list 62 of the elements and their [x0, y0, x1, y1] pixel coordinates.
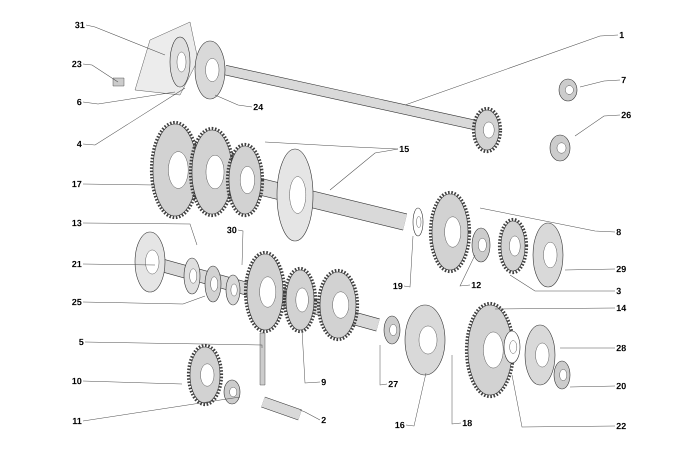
callout-number: 11: [72, 418, 82, 424]
callout-number: 22: [616, 422, 626, 430]
callout-number: 1: [620, 32, 624, 38]
callout-number: 21: [72, 260, 82, 268]
callout-number: 6: [77, 98, 82, 106]
leader-line: [82, 264, 156, 266]
callout-number: 10: [72, 378, 82, 384]
callout-number: 20: [616, 382, 626, 390]
leader-line: [82, 64, 118, 82]
leader-line: [300, 410, 320, 420]
leader-line: [264, 142, 398, 150]
leader-line: [214, 94, 252, 108]
leader-line: [480, 208, 616, 232]
callout-number: 17: [72, 180, 82, 188]
callout-number: 27: [388, 380, 398, 388]
callout-number: 4: [76, 140, 82, 148]
callout-number: 28: [616, 344, 626, 352]
leader-line: [570, 386, 616, 388]
leader-line: [460, 254, 476, 286]
leader-line: [302, 330, 320, 384]
callout-number: 31: [75, 22, 85, 28]
leader-line: [494, 308, 616, 310]
callout-number: 24: [254, 104, 264, 110]
callout-number: 12: [472, 282, 481, 288]
leader-line: [82, 88, 186, 146]
leader-line: [330, 148, 398, 190]
leader-line: [238, 230, 244, 266]
callout-number: 9: [322, 378, 326, 386]
callout-number: 13: [72, 220, 82, 226]
leader-line: [564, 268, 616, 270]
callout-number: 26: [622, 112, 631, 118]
callout-number: 8: [616, 228, 621, 236]
leader-line: [82, 380, 182, 384]
callout-number: 19: [393, 282, 402, 290]
callout-number: 14: [616, 304, 626, 312]
leader-line: [512, 374, 616, 428]
leader-line: [82, 396, 240, 422]
callout-number: 15: [400, 146, 409, 152]
leader-line: [510, 274, 616, 292]
callout-number: 5: [79, 338, 84, 346]
callout-number: 16: [395, 422, 404, 428]
callout-number: 18: [462, 420, 472, 426]
leader-line: [404, 34, 618, 106]
callout-number: 30: [227, 226, 236, 234]
leader-line: [82, 296, 206, 304]
callout-number: 7: [622, 76, 626, 84]
callout-number: 23: [72, 60, 82, 68]
leader-line: [82, 184, 156, 186]
leader-line: [82, 222, 198, 246]
leader-line: [404, 236, 414, 288]
leader-line: [452, 354, 462, 424]
leader-line: [86, 24, 166, 56]
leader-line: [380, 344, 388, 386]
callout-number: 29: [616, 266, 626, 272]
callout-number: 3: [616, 288, 621, 294]
leader-line: [406, 372, 426, 426]
callout-number: 25: [72, 298, 82, 306]
leader-line: [580, 80, 620, 88]
leader-line: [84, 342, 262, 348]
callout-number: 2: [322, 416, 326, 424]
leader-line: [82, 92, 176, 104]
leader-line: [574, 114, 620, 136]
